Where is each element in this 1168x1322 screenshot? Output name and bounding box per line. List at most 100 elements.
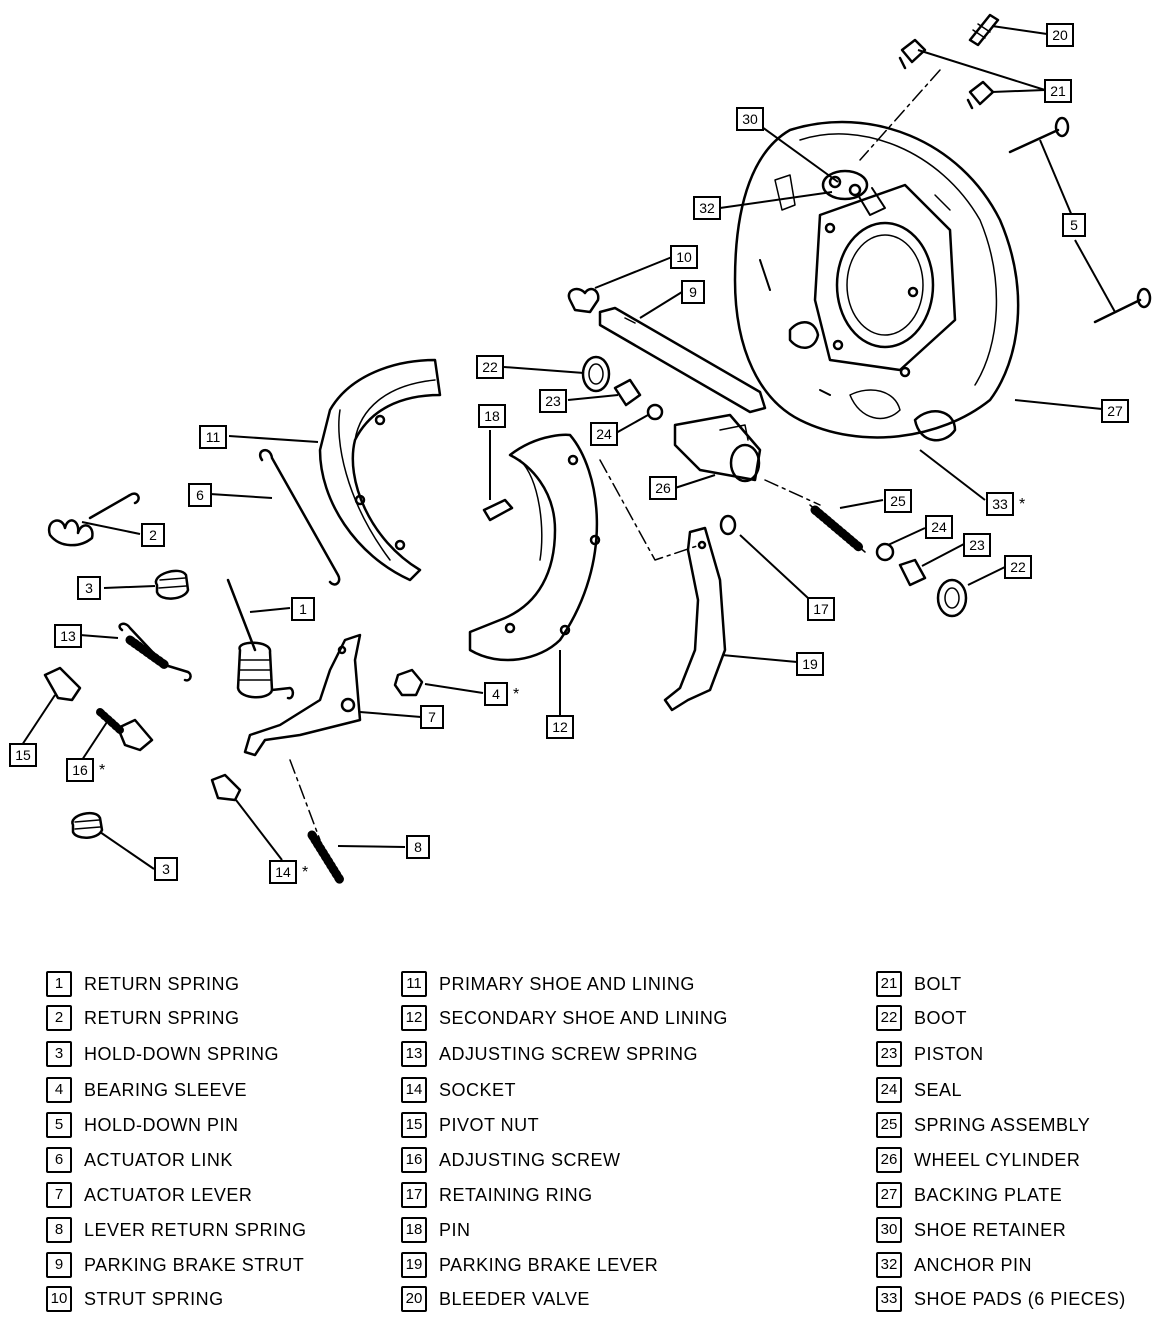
- callout-box: [590, 422, 618, 446]
- legend-label: HOLD-DOWN PIN: [84, 1114, 239, 1135]
- legend-item: 18 PIN: [401, 1217, 471, 1243]
- callout-number: 6: [196, 487, 204, 503]
- callout-number: 15: [15, 747, 31, 763]
- wheel-cylinder: [673, 413, 762, 483]
- callout-box: [476, 355, 504, 379]
- callout-number: 21: [1050, 83, 1066, 99]
- legend-item: 17 RETAINING RING: [401, 1182, 593, 1208]
- callout-8: 8: [406, 835, 430, 859]
- callout-box: [796, 652, 824, 676]
- callout-box: [199, 425, 227, 449]
- legend-label: ADJUSTING SCREW SPRING: [439, 1043, 699, 1064]
- callout-30: 30: [736, 107, 764, 131]
- callout-number: 32: [699, 200, 715, 216]
- callout-18: 18: [478, 404, 506, 428]
- callout-number: 20: [1052, 27, 1068, 43]
- callout-box: [188, 483, 212, 507]
- callout-box: [681, 280, 705, 304]
- callout-box: [478, 404, 506, 428]
- callout-17: 17: [807, 597, 835, 621]
- callout-box: [269, 860, 297, 884]
- callout-12: 12: [546, 715, 574, 739]
- legend-label: SECONDARY SHOE AND LINING: [439, 1007, 728, 1028]
- callout-number: 17: [813, 601, 829, 617]
- backing-plate: [733, 120, 1020, 442]
- callout-22: 22: [476, 355, 504, 379]
- legend-item: 15 PIVOT NUT: [401, 1112, 539, 1138]
- legend-label: BLEEDER VALVE: [439, 1288, 590, 1309]
- legend-number: 17: [401, 1182, 427, 1208]
- legend-number: 16: [401, 1147, 427, 1173]
- legend-item: 32 ANCHOR PIN: [876, 1252, 1032, 1278]
- socket: [210, 773, 242, 802]
- legend-label: HOLD-DOWN SPRING: [84, 1043, 280, 1064]
- legend-number: 6: [46, 1147, 72, 1173]
- callout-16: 16*: [66, 758, 105, 782]
- callout-9: 9: [681, 280, 705, 304]
- anchor-pin-retainer: [821, 169, 886, 216]
- callout-number: 8: [414, 839, 422, 855]
- pivot-nut: [43, 666, 82, 702]
- legend-item: 5 HOLD-DOWN PIN: [46, 1112, 239, 1138]
- callout-box: [693, 196, 721, 220]
- return-spring-2: [47, 492, 140, 547]
- callout-number: 1: [299, 601, 307, 617]
- callout-box: [670, 245, 698, 269]
- callout-box: [986, 492, 1014, 516]
- callout-13: 13: [54, 624, 82, 648]
- callout-number: 23: [545, 393, 561, 409]
- callout-number: 26: [655, 480, 671, 496]
- callout-7: 7: [420, 705, 444, 729]
- asterisk-mark: *: [302, 864, 308, 881]
- callout-box: [141, 523, 165, 547]
- piston-lower: [898, 558, 927, 587]
- legend-number: 24: [876, 1077, 902, 1103]
- legend-number: 15: [401, 1112, 427, 1138]
- legend-label: ANCHOR PIN: [914, 1254, 1033, 1275]
- callout-number: 12: [552, 719, 568, 735]
- legend-number: 18: [401, 1217, 427, 1243]
- callout-box: [291, 597, 315, 621]
- callout-number: 10: [676, 249, 692, 265]
- callout-5: 5: [1062, 213, 1086, 237]
- actuator-link: [259, 449, 341, 586]
- legend-number: 32: [876, 1252, 902, 1278]
- retaining-ring: [719, 514, 737, 536]
- legend-label: PIVOT NUT: [439, 1114, 540, 1135]
- callout-number: 19: [802, 656, 818, 672]
- legend-number: 5: [46, 1112, 72, 1138]
- callout-number: 23: [969, 537, 985, 553]
- legend-label: PARKING BRAKE STRUT: [84, 1254, 305, 1275]
- callout-24: 24: [590, 422, 618, 446]
- callout-box: [736, 107, 764, 131]
- callout-19: 19: [796, 652, 824, 676]
- callout-box: [1101, 399, 1129, 423]
- legend-label: RETAINING RING: [439, 1184, 593, 1205]
- legend-number: 2: [46, 1005, 72, 1031]
- callout-number: 4: [492, 686, 500, 702]
- legend-number: 13: [401, 1041, 427, 1067]
- legend-label: ACTUATOR LEVER: [84, 1184, 253, 1205]
- callout-number: 14: [275, 864, 291, 880]
- callout-box: [77, 576, 101, 600]
- callout-number: 24: [931, 519, 947, 535]
- legend-number: 33: [876, 1286, 902, 1312]
- callout-box: [66, 758, 94, 782]
- bleeder-valve: [968, 13, 1000, 47]
- legend-label: PIN: [439, 1219, 471, 1240]
- callout-box: [1046, 23, 1074, 47]
- callout-number: 16: [72, 762, 88, 778]
- legend-number: 3: [46, 1041, 72, 1067]
- legend-item: 13 ADJUSTING SCREW SPRING: [401, 1041, 698, 1067]
